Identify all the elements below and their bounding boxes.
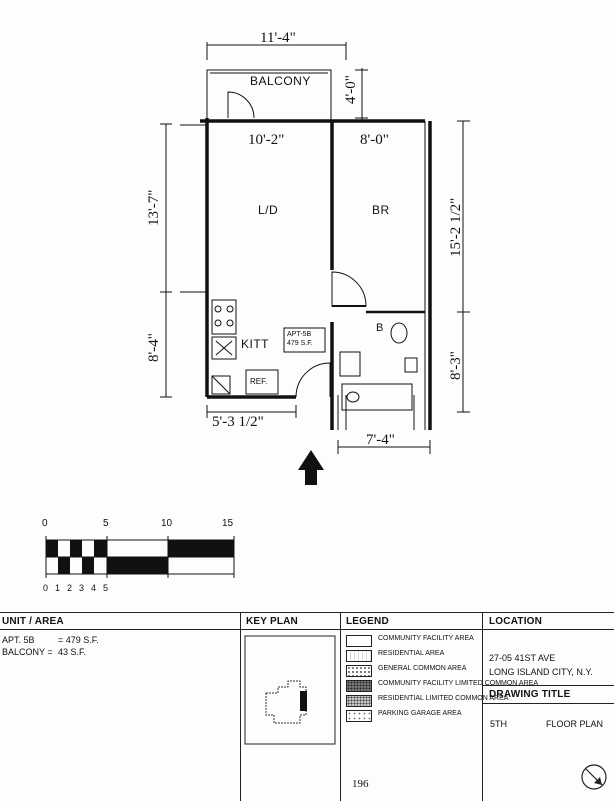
- legend-swatch-dense: [346, 680, 372, 692]
- scale-block: [58, 557, 70, 574]
- scale-block: [82, 557, 94, 574]
- location-header: LOCATION: [489, 616, 543, 627]
- balcony-door-swing: [227, 91, 255, 119]
- dim-kitchen-width: 5'-3 1/2": [212, 414, 264, 430]
- dim-bedroom-depth: 15'-2 1/2": [448, 197, 464, 257]
- scale-tick-major: 5: [103, 518, 109, 529]
- legend-swatch-dots: [346, 665, 372, 677]
- legend-item: PARKING GARAGE AREA: [346, 710, 538, 725]
- drawing-title-floor: 5TH: [490, 719, 508, 729]
- scale-tick-major: 15: [222, 518, 234, 529]
- unit-tag-box: [283, 327, 326, 353]
- balcony-label: BALCONY =: [2, 647, 53, 657]
- toilet-outline: [390, 322, 408, 344]
- legend-header: LEGEND: [346, 616, 389, 627]
- dim-balcony-depth: 4'-0": [343, 75, 359, 104]
- drawing-title-header: DRAWING TITLE: [489, 689, 571, 700]
- dim-bath-depth: 8'-3": [448, 351, 464, 380]
- dishwasher-outline: [211, 375, 231, 395]
- apt-label: APT. 5B: [2, 635, 35, 645]
- legend-item: GENERAL COMMON AREA: [346, 665, 538, 680]
- vanity-outline: [404, 357, 418, 373]
- legend-item: RESIDENTIAL AREA: [346, 650, 538, 665]
- room-label-living-dining: L/D: [258, 203, 279, 217]
- legend-swatch-medium: [346, 695, 372, 707]
- unit-tag-number: APT-5B: [287, 331, 312, 338]
- lavatory-outline: [339, 351, 361, 377]
- location-address-1: 27-05 41ST AVE: [489, 653, 556, 663]
- scale-tick-major: 10: [161, 518, 173, 529]
- room-label-bath: B: [376, 322, 384, 334]
- legend-swatch-sparse: [346, 710, 372, 722]
- scale-block: [94, 540, 107, 557]
- entry-arrow-icon: [298, 450, 324, 485]
- room-label-bedroom: BR: [372, 203, 390, 217]
- entry-door-swing: [295, 362, 331, 398]
- stove-outline: [211, 299, 237, 335]
- legend-item: RESIDENTIAL LIMITED COMMON AREA: [346, 695, 538, 710]
- scale-block: [46, 540, 58, 557]
- apt-area-value: = 479 S.F.: [58, 635, 99, 645]
- scale-block: [107, 557, 168, 574]
- dim-kitchen-depth: 8'-4": [146, 333, 162, 362]
- scale-tick-minor: 0: [43, 583, 49, 593]
- legend-swatch-light: [346, 650, 372, 662]
- dim-bath-width: 7'-4": [366, 432, 395, 448]
- key-plan-unit-marker: [300, 691, 307, 711]
- balcony-area-value: 43 S.F.: [58, 647, 87, 657]
- unit-tag: APT-5B 479 S.F.: [287, 330, 313, 348]
- north-arrow-icon: [581, 764, 607, 790]
- dim-balcony-width: 11'-4": [260, 30, 296, 46]
- bathtub-outline: [341, 383, 413, 411]
- legend-list: COMMUNITY FACILITY AREA RESIDENTIAL AREA…: [346, 635, 538, 725]
- scale-tick-minor: 5: [103, 583, 109, 593]
- drawing-title-name: FLOOR PLAN: [546, 719, 604, 729]
- location-address-2: LONG ISLAND CITY, N.Y.: [489, 667, 593, 677]
- scale-tick-minor: 4: [91, 583, 97, 593]
- scale-block: [70, 540, 82, 557]
- title-block: UNIT / AREA APT. 5B = 479 S.F. BALCONY =…: [0, 612, 614, 801]
- legend-swatch-plain: [346, 635, 372, 647]
- legend-item: COMMUNITY FACILITY LIMITED COMMON AREA: [346, 680, 538, 695]
- dim-living-depth: 13'-7": [146, 189, 162, 226]
- unit-area-header: UNIT / AREA: [2, 616, 64, 627]
- scale-tick-minor: 1: [55, 583, 61, 593]
- scale-tick-major: 0: [42, 518, 48, 529]
- key-plan-header: KEY PLAN: [246, 616, 298, 627]
- room-label-balcony: BALCONY: [250, 74, 311, 88]
- sink-outline: [211, 336, 237, 360]
- bedroom-door-swing: [331, 271, 367, 307]
- key-plan-diagram: [244, 635, 336, 745]
- scale-block: [168, 540, 234, 557]
- legend-item: COMMUNITY FACILITY AREA: [346, 635, 538, 650]
- refrigerator-outline: [245, 369, 279, 395]
- dim-living-width: 10'-2": [248, 132, 285, 148]
- scale-tick-minor: 3: [79, 583, 85, 593]
- unit-tag-area: 479 S.F.: [287, 340, 313, 347]
- page-number: 196: [352, 778, 369, 790]
- room-label-refrigerator: REF.: [250, 377, 268, 386]
- scale-tick-minor: 2: [67, 583, 73, 593]
- dim-bedroom-width: 8'-0": [360, 132, 389, 148]
- floor-plan: [160, 42, 470, 485]
- scale-bar: [45, 536, 235, 578]
- room-label-kitchen: KITT: [241, 337, 269, 351]
